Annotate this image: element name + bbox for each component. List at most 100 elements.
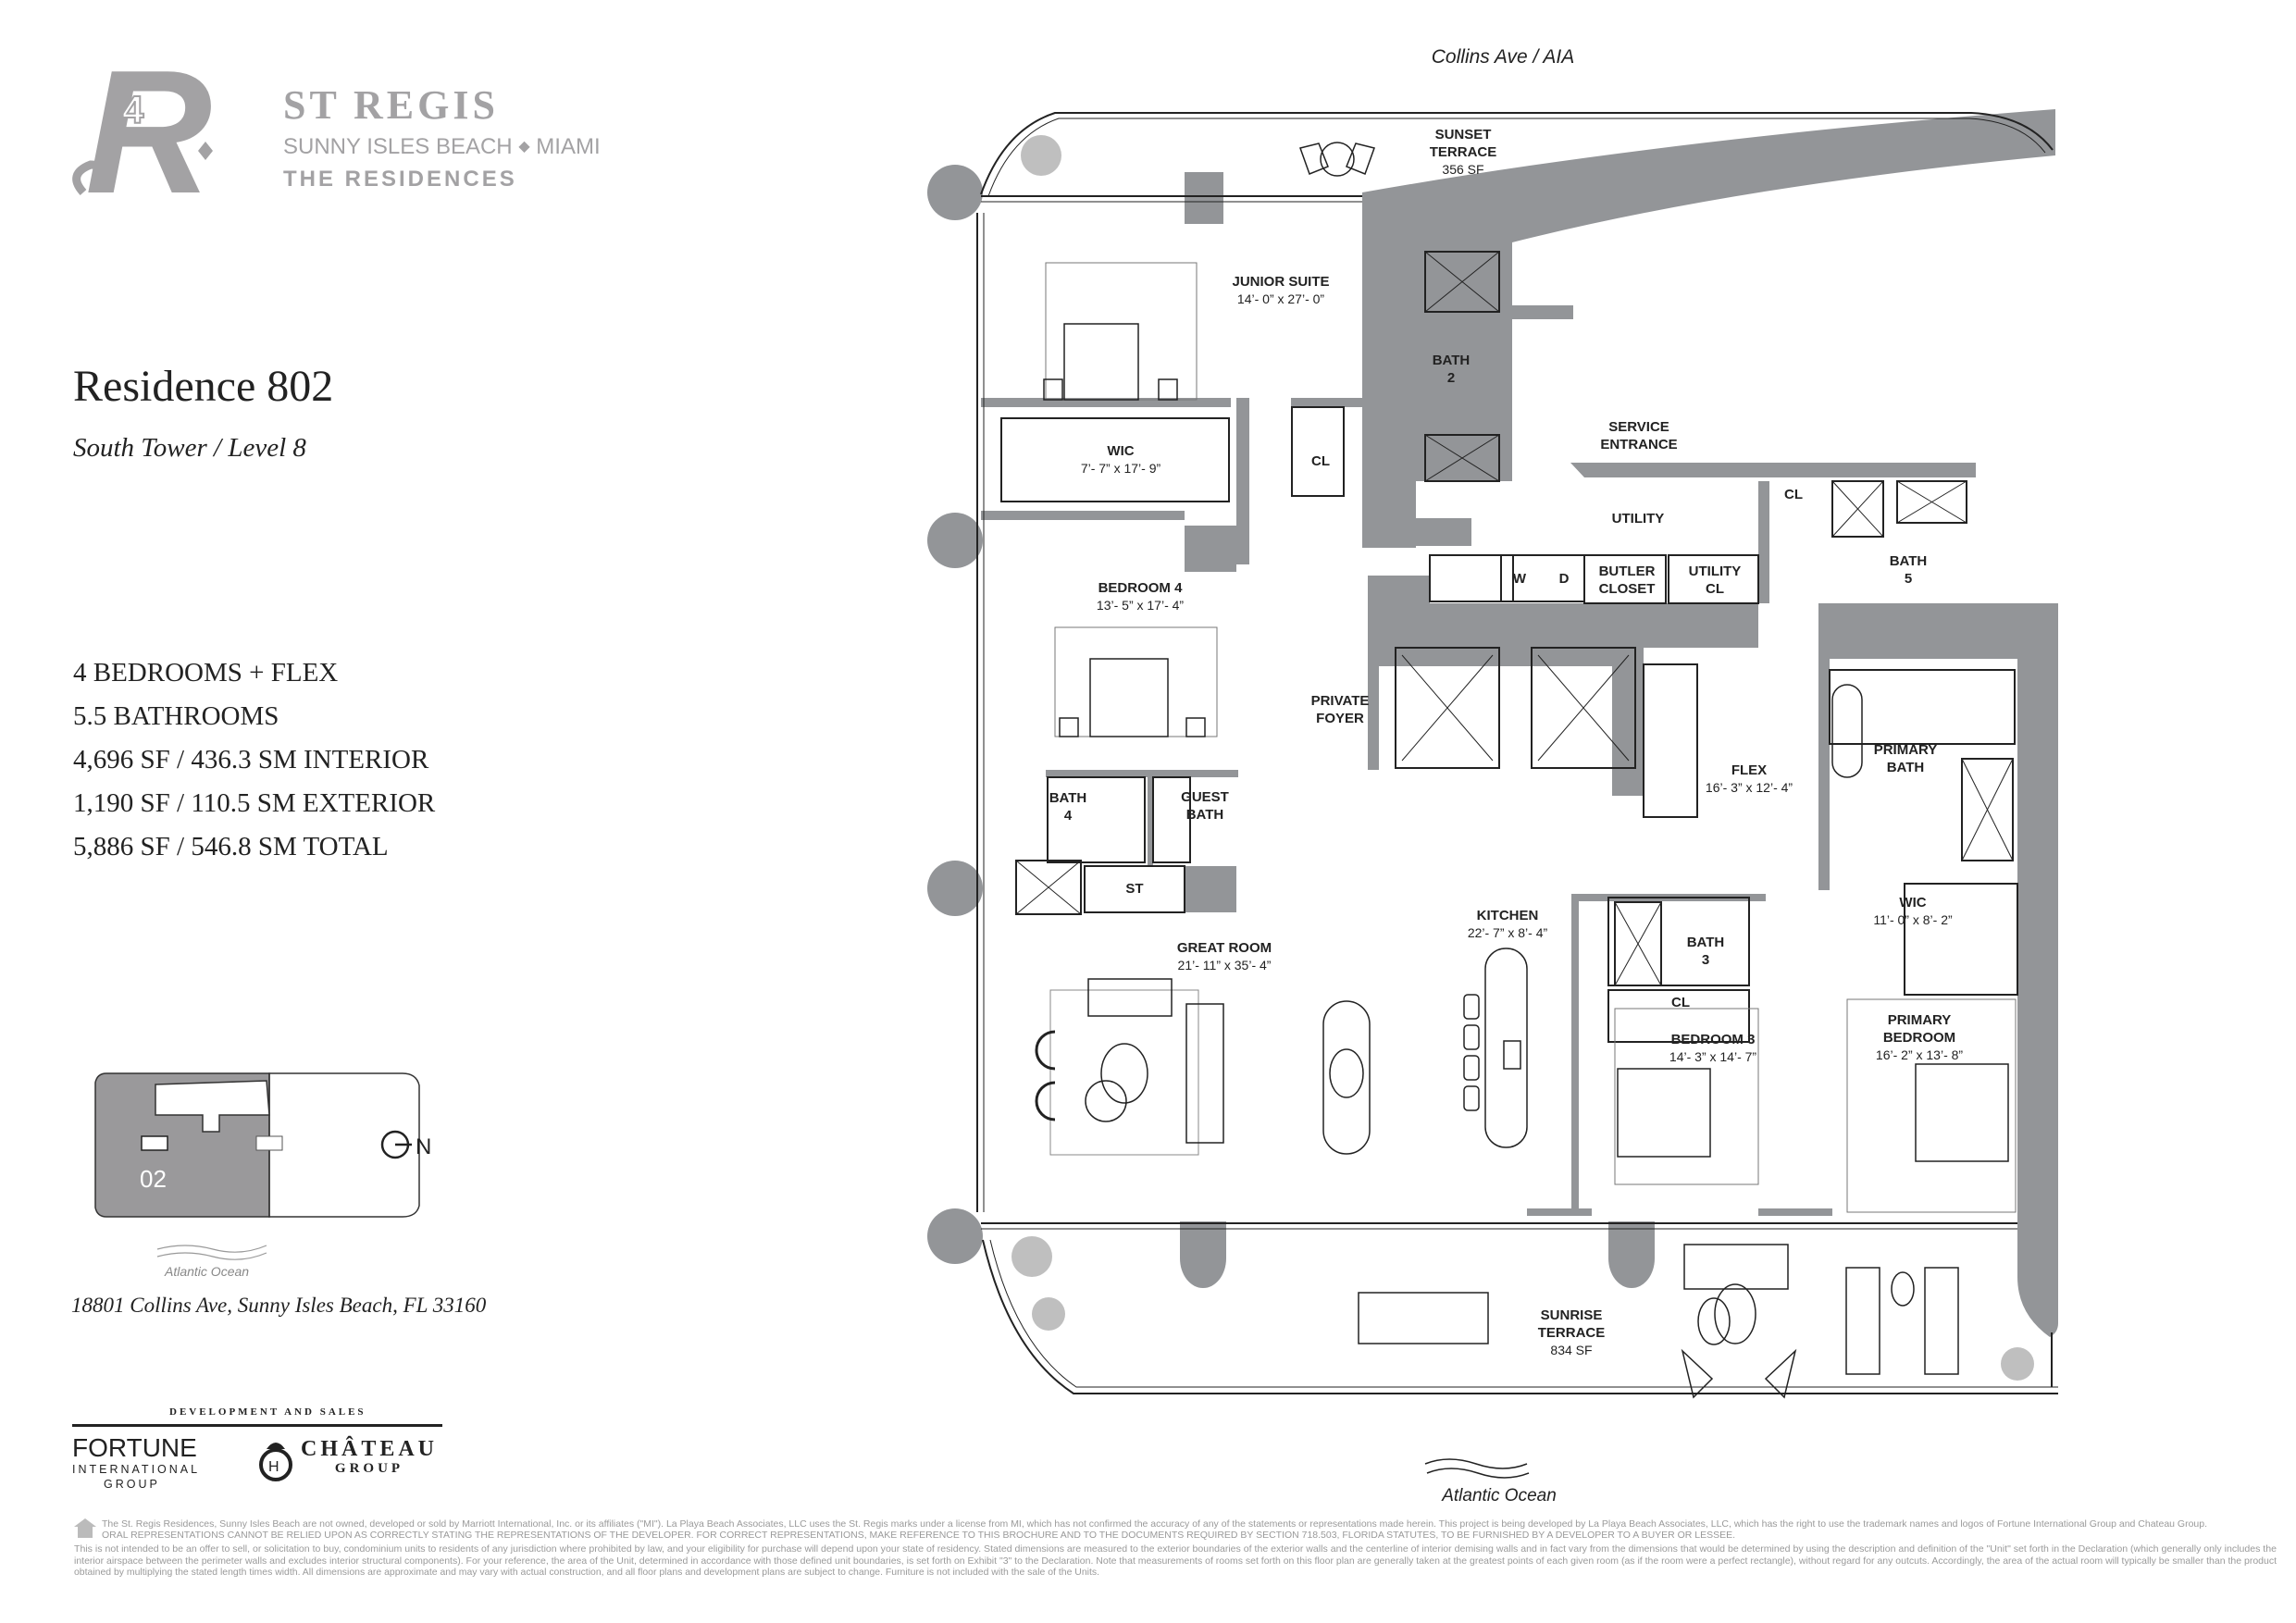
chateau-logo-line1: CHÂTEAU [301,1437,439,1461]
room-label-kitchen: KITCHEN [1477,908,1539,923]
room-label-great-room: GREAT ROOM [1177,940,1272,956]
disclaimer-line: interior airspace between the perimeter … [74,1555,2277,1567]
room-label-butler-closet: CLOSET [1599,581,1656,597]
brand-name: ST REGIS [283,82,499,128]
room-label-cl-1: CL [1311,453,1330,469]
room-label-dryer: D [1559,571,1570,587]
room-label-guest-bath: GUEST [1181,789,1229,805]
room-dimensions-sunrise-terrace: 834 SF [1550,1343,1592,1357]
room-label-primary-bedroom: PRIMARY [1888,1012,1952,1028]
room-label-utility-cl: CL [1706,581,1724,597]
dining-table-icon [1322,1000,1371,1155]
room-label-sunset-terrace: SUNSET [1435,127,1492,142]
outdoor-sofa-icon [1683,1244,1789,1290]
fortune-logo-line1: FORTUNE [72,1433,197,1462]
room-dimensions-flex: 16’- 3” x 12’- 4” [1706,780,1793,795]
residence-title: Residence 802 [73,362,334,411]
room-dimensions-primary-bedroom: 16’- 2” x 13’- 8” [1876,1047,1963,1062]
room-dimensions-great-room: 21’- 11” x 35’- 4” [1178,958,1272,973]
room-label-bath-4: 4 [1064,808,1073,824]
brand-location-left: SUNNY ISLES BEACH [283,134,513,159]
waves-icon [156,1245,267,1260]
diamond-icon: ◆ [518,139,530,155]
key-plan-unit-label: 02 [140,1165,167,1193]
bathtub-icon [1831,684,1863,778]
room-label-bath-4: BATH [1049,790,1087,806]
room-label-wic-2: WIC [1899,895,1926,911]
bed-icon [1089,658,1169,737]
room-label-bedroom-4: BEDROOM 4 [1098,580,1184,596]
room-label-bath-2: 2 [1447,370,1455,386]
room-label-butler-closet: BUTLER [1599,564,1656,579]
room-label-bath-3: BATH [1687,935,1725,950]
chateau-crest-icon: H [259,1443,292,1481]
room-dimensions-bedroom-4: 13’- 5” x 17’- 4” [1097,598,1184,613]
room-dimensions-wic-2: 11’- 0” x 8’- 2” [1873,912,1953,927]
room-label-washer: W [1513,571,1527,587]
disclaimer-line: This is not intended to be an offer to s… [74,1543,2277,1555]
waves-icon [1424,1458,1530,1479]
development-and-sales-heading: DEVELOPMENT AND SALES [169,1406,366,1418]
room-label-private-foyer: PRIVATE [1311,693,1370,709]
walls [927,109,2058,1337]
bed-icon [1915,1063,2009,1162]
specs-list: 4 BEDROOMS + FLEX 5.5 BATHROOMS 4,696 SF… [73,651,435,869]
disclaimer-line: The St. Regis Residences, Sunny Isles Be… [102,1518,2207,1530]
room-label-sunrise-terrace: TERRACE [1538,1325,1606,1341]
key-plan: 02 N Atlantic Ocean [94,1072,431,1279]
fortune-logo-line2: INTERNATIONAL [72,1463,201,1476]
legal-disclaimer: The St. Regis Residences, Sunny Isles Be… [74,1518,2277,1578]
ocean-label: Atlantic Ocean [1441,1486,1557,1505]
chateau-logo-line2: GROUP [334,1461,404,1476]
room-label-primary-bath: BATH [1887,760,1925,775]
room-label-service-entrance: SERVICE [1608,419,1669,435]
furniture [1035,142,2009,1399]
st-regis-monogram-logo: R 4 [72,54,213,213]
room-label-junior-suite: JUNIOR SUITE [1232,274,1329,290]
room-label-primary-bedroom: BEDROOM [1883,1030,1955,1046]
svg-text:4: 4 [122,88,144,131]
room-label-private-foyer: FOYER [1316,711,1364,726]
fortune-logo-line3: GROUP [104,1478,160,1491]
lounge-chair-icon [1924,1267,1959,1375]
brand-location-right: MIAMI [536,134,601,159]
spec-bathrooms: 5.5 BATHROOMS [73,701,279,731]
room-label-flex: FLEX [1731,762,1767,778]
room-dimensions-bedroom-3: 14’- 3” x 14’- 7” [1669,1049,1756,1064]
spec-total: 5,886 SF / 546.8 SM TOTAL [73,832,389,861]
north-label: N [416,1134,431,1159]
room-label-utility: UTILITY [1612,511,1665,527]
residence-subtitle: South Tower / Level 8 [73,433,306,463]
room-label-cl-2: CL [1784,487,1803,502]
plant-icon [1021,135,1061,176]
brand-subtitle: THE RESIDENCES [283,167,517,192]
room-label-wic-1: WIC [1107,443,1134,459]
key-plan-ocean-label: Atlantic Ocean [164,1264,249,1279]
palm-plants [1011,135,2034,1381]
room-label-bedroom-3: BEDROOM 3 [1671,1032,1756,1047]
room-label-primary-bath: PRIMARY [1874,742,1938,758]
spec-exterior: 1,190 SF / 110.5 SM EXTERIOR [73,788,436,818]
room-label-sunset-terrace: TERRACE [1430,144,1497,160]
room-dimensions-sunset-terrace: 356 SF [1442,162,1483,177]
plant-icon [1032,1297,1065,1331]
spec-interior: 4,696 SF / 436.3 SM INTERIOR [73,745,429,774]
outlines [976,112,2058,1394]
svg-text:R: R [85,54,212,213]
brand-location: SUNNY ISLES BEACH ◆ MIAMI [283,134,601,160]
disclaimer-line: ORAL REPRESENTATIONS CANNOT BE RELIED UP… [102,1530,1735,1541]
disclaimer-line: obtained by multiplying the stated lengt… [74,1567,1099,1578]
sofa-icon [1087,978,1173,1017]
chateau-group-logo: CHÂTEAU GROUP [301,1437,438,1477]
room-label-cl-3: CL [1671,995,1690,1010]
plant-icon [1011,1236,1052,1277]
room-label-bath-2: BATH [1433,353,1471,368]
sofa-icon [1185,1003,1224,1144]
equal-housing-icon [74,1518,96,1538]
divider [72,1424,442,1427]
room-label-service-entrance: ENTRANCE [1600,437,1677,452]
room-label-bath-5: 5 [1905,571,1912,587]
